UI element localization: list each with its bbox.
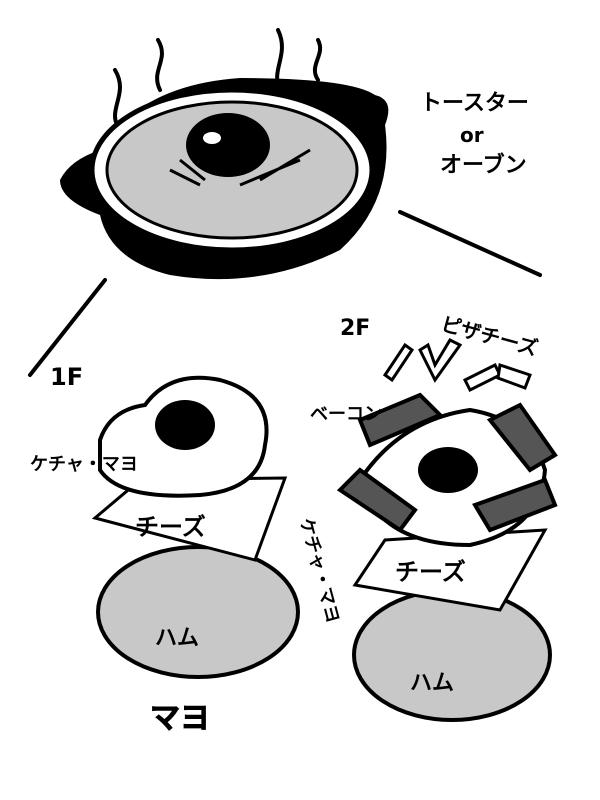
floor2-ham-label: ハム	[410, 671, 454, 696]
bacon-label: ベーコン	[310, 404, 382, 425]
floor1-label: 1F	[50, 363, 83, 391]
floor1-cheese-label: チーズ	[135, 513, 206, 541]
floor2-sauce-label: ケチャ・マヨ	[295, 516, 343, 626]
steam-line	[155, 38, 164, 92]
gratin-dish	[60, 78, 389, 280]
oven-label: オーブン	[440, 152, 527, 178]
floor2-cheese-label: チーズ	[395, 558, 466, 586]
toaster-label: トースター	[420, 91, 529, 116]
floor1-sauce-label: ケチャ・マヨ	[30, 454, 138, 475]
bacon-strips	[336, 392, 558, 533]
floor2-label: 2F	[340, 316, 370, 341]
divider-line	[28, 278, 107, 377]
or-label: or	[460, 123, 484, 147]
divider-line	[398, 210, 542, 277]
floor1-stack	[91, 375, 300, 679]
steam-line	[312, 38, 322, 82]
floor1-mayo-label: マヨ	[150, 701, 210, 736]
floor2-stack	[336, 338, 558, 722]
pizza-cheese	[382, 338, 532, 393]
floor1-ham-label: ハム	[155, 626, 199, 651]
